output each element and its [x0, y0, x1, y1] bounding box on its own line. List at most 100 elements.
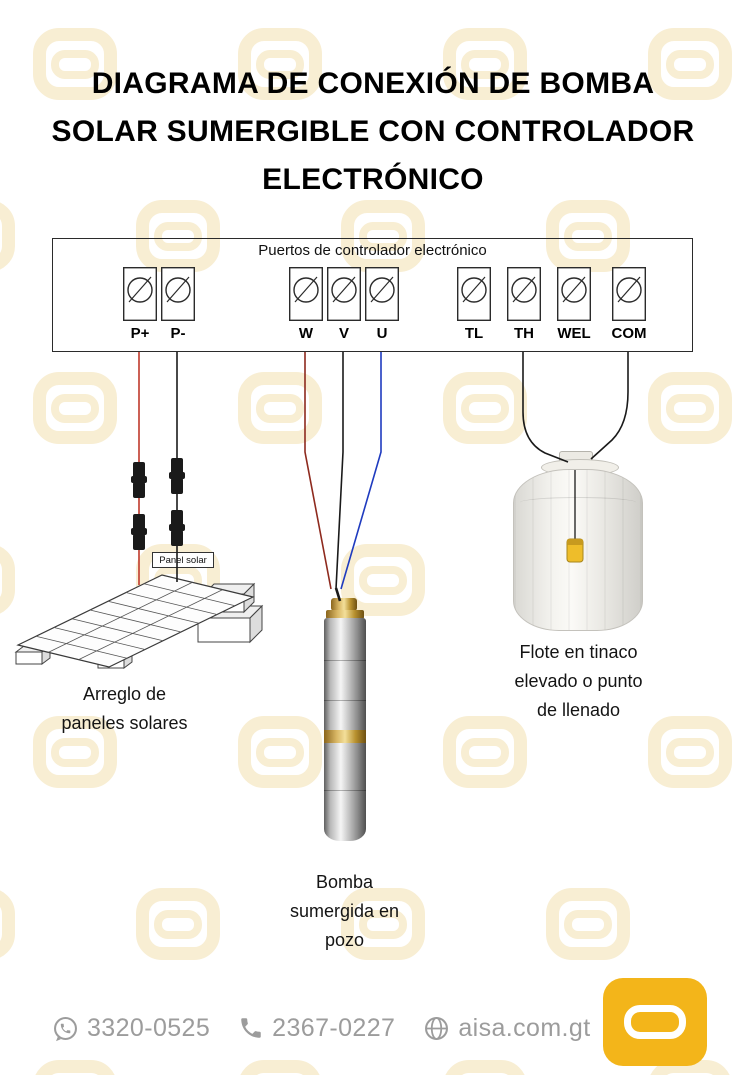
watermark-logo-pill [154, 909, 202, 939]
watermark-logo-pill [51, 737, 99, 767]
watermark-logo [443, 372, 527, 444]
pump-body [324, 618, 366, 730]
screw-terminal-icon [160, 266, 195, 321]
watermark-logo-pill [461, 49, 509, 79]
watermark-logo [238, 372, 322, 444]
screw-terminal-icon [326, 266, 361, 321]
watermark-logo-pill [359, 909, 407, 939]
pump-motor-body [324, 743, 366, 841]
float-caption: Flote en tinaco elevado o punto de llena… [486, 638, 671, 725]
footer-whatsapp: 3320-0525 [52, 1014, 210, 1043]
watermark-logo [33, 716, 117, 788]
footer-whatsapp-number: 3320-0525 [87, 1013, 211, 1042]
watermark-logo-pill [666, 737, 714, 767]
screw-terminal-icon [556, 266, 591, 321]
terminal-label: W [298, 325, 314, 342]
page-title: DIAGRAMA DE CONEXIÓN DE BOMBA SOLAR SUME… [23, 60, 723, 204]
terminal-v: V [326, 266, 361, 342]
water-tank [513, 469, 643, 631]
terminal-label: COM [611, 325, 647, 342]
globe-icon [425, 1016, 449, 1040]
pump-caption: Bomba sumergida en pozo [262, 868, 427, 955]
caption-line: elevado o punto [514, 671, 643, 691]
watermark-logo [443, 1060, 527, 1075]
terminal-com: COM [611, 266, 647, 342]
watermark-logo-pill [564, 909, 612, 939]
watermark-logo [238, 1060, 322, 1075]
watermark-logo [33, 1060, 117, 1075]
brand-logo [603, 978, 707, 1066]
watermark-logo-pill [564, 221, 612, 251]
terminal-u: U [364, 266, 399, 342]
watermark-logo-pill [461, 393, 509, 423]
watermark-logo-pill [461, 737, 509, 767]
watermark-logo [33, 28, 117, 100]
terminal-wel: WEL [556, 266, 591, 342]
watermark-logo-pill [51, 49, 99, 79]
caption-line: pozo [324, 930, 365, 950]
footer-phone: 2367-0227 [238, 1014, 395, 1043]
caption-line: Bomba [315, 872, 374, 892]
watermark-logo [648, 28, 732, 100]
terminal-label: P- [170, 325, 186, 342]
watermark-logo-pill [256, 393, 304, 423]
caption-line: Arreglo de [82, 684, 167, 704]
watermark-logo [443, 28, 527, 100]
watermark-logo-pill [256, 49, 304, 79]
pump-seam [324, 790, 366, 791]
terminal-w: W [288, 266, 323, 342]
terminal-label: TL [464, 325, 484, 342]
controller-ports-box: Puertos de controlador electrónico P+ P-… [52, 238, 693, 352]
tank-seam [520, 497, 636, 508]
pump-seam [324, 660, 366, 661]
footer-website: aisa.com.gt [423, 1014, 590, 1043]
screw-terminal-icon [506, 266, 541, 321]
watermark-logo-pill [154, 565, 202, 595]
watermark-logo [33, 372, 117, 444]
watermark-logo-pill [359, 565, 407, 595]
watermark-logo [546, 888, 630, 960]
watermark-logo [443, 716, 527, 788]
terminal-label: U [376, 325, 388, 342]
page-title-line: SOLAR SUMERGIBLE CON CONTROLADOR [51, 115, 695, 148]
terminal-p-plus: P+ [122, 266, 157, 342]
pump-coupling-band [324, 730, 366, 743]
terminal-label: V [338, 325, 349, 342]
terminal-tl: TL [456, 266, 491, 342]
solar-panel-tag: Panel solar [152, 552, 214, 568]
watermark-logo-pill [666, 393, 714, 423]
controller-ports-title: Puertos de controlador electrónico [258, 242, 487, 259]
page-title-line: DIAGRAMA DE CONEXIÓN DE BOMBA [91, 67, 655, 100]
footer-contact-bar: 3320-0525 2367-0227 aisa.com.gt [52, 1006, 591, 1050]
watermark-logo-pill [154, 221, 202, 251]
screw-terminal-icon [364, 266, 399, 321]
brand-logo-pill-icon [624, 1005, 686, 1039]
watermark-logo [341, 888, 425, 960]
watermark-logo [0, 200, 15, 272]
pump-collar [326, 610, 364, 619]
phone-icon [241, 1018, 261, 1038]
watermark-logo [648, 716, 732, 788]
watermark-logo [238, 716, 322, 788]
footer-phone-number: 2367-0227 [272, 1013, 396, 1042]
watermark-logo [136, 888, 220, 960]
watermark-logo [648, 372, 732, 444]
page-title-line: ELECTRÓNICO [262, 163, 484, 196]
screw-terminal-icon [288, 266, 323, 321]
caption-line: de llenado [536, 700, 621, 720]
screw-terminal-icon [611, 266, 646, 321]
watermark-logo [0, 888, 15, 960]
caption-line: Flote en tinaco [519, 642, 638, 662]
watermark-logo-pill [51, 393, 99, 423]
terminal-label: P+ [130, 325, 150, 342]
caption-line: paneles solares [61, 713, 188, 733]
screw-terminal-icon [456, 266, 491, 321]
watermark-logo-pill [359, 221, 407, 251]
watermark-logo [136, 200, 220, 272]
watermark-logo [0, 544, 15, 616]
terminal-th: TH [506, 266, 541, 342]
whatsapp-icon [54, 1016, 77, 1041]
caption-line: sumergida en [289, 901, 400, 921]
footer-website-url: aisa.com.gt [458, 1013, 591, 1042]
